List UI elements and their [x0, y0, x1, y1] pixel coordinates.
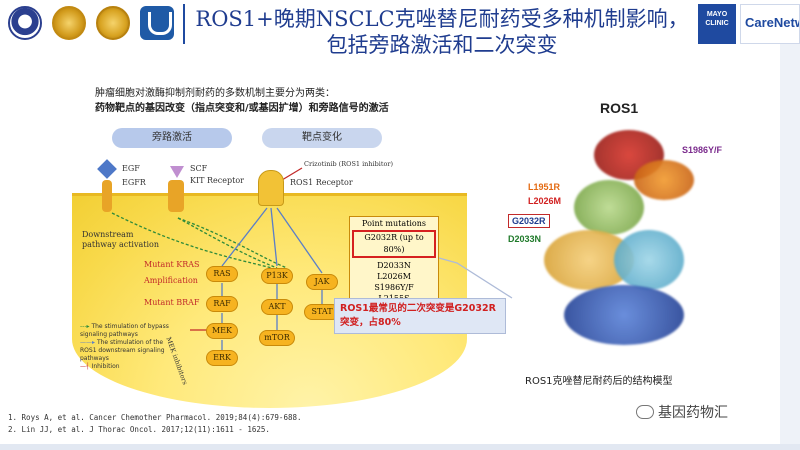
node-ras: RAS [206, 266, 238, 282]
inhibition-crizotinib [281, 167, 303, 181]
scf-label: SCF [190, 164, 208, 173]
ros1-receptor-icon [258, 170, 284, 206]
diagram-legend: ---▸ The stimulation of bypass signaling… [80, 323, 170, 371]
arrow-ros1-ras [221, 207, 268, 267]
shield-logo-icon [140, 6, 174, 40]
node-mtor: mTOR [259, 330, 295, 346]
title-line-1: ROS1+晚期NSCLC克唑替尼耐药受多种机制影响， [195, 7, 689, 31]
reference-1: 1. Roys A, et al. Cancer Chemother Pharm… [8, 413, 302, 422]
structure-helix-blue [564, 285, 684, 345]
carenet-logo: CareNetw [740, 4, 800, 44]
mayo-line-2: CLINIC [705, 20, 729, 27]
node-raf: RAF [206, 296, 238, 312]
resistance-diagram: 旁路激活 靶点变化 EGF EGFR SCF KIT Receptor Criz… [72, 118, 522, 418]
egf-label: EGF [122, 164, 140, 173]
arrow-ros1-p13k [270, 207, 278, 267]
slide-title: ROS1+晚期NSCLC克唑替尼耐药受多种机制影响， 包括旁路激活和二次突变 [192, 6, 692, 58]
structure-helix-cyan [614, 230, 684, 290]
intro-line-2: 药物靶点的基因改变（指点突变和/或基因扩增）和旁路信号的激活 [95, 103, 389, 114]
references: 1. Roys A, et al. Cancer Chemother Pharm… [8, 412, 302, 436]
node-jak: JAK [306, 274, 338, 290]
point-mutations-box: Point mutations G2032R (up to 80%) D2033… [349, 216, 439, 303]
intro-line-1: 肿瘤细胞对激酶抑制剂耐药的多数机制主要分为两类： [95, 88, 335, 99]
node-mek: MEK [206, 323, 238, 339]
mayo-line-1: MAYO [706, 11, 728, 18]
right-edge-strip [780, 44, 800, 444]
reference-2: 2. Lin JJ, et al. J Thorac Oncol. 2017;1… [8, 425, 270, 434]
label-g2032: G2032R [508, 214, 550, 228]
arrow-egfr-ras [111, 212, 273, 269]
mutation-item: S1986Y/F [374, 283, 414, 292]
callout-pointer [438, 257, 513, 299]
gold-seal-icon [96, 6, 130, 40]
legend-bypass: ---▸ The stimulation of bypass signaling… [80, 323, 169, 338]
mutant-braf-label: Mutant BRAF [144, 298, 200, 307]
structure-helix-orange [634, 160, 694, 200]
mutation-g2032r-highlight: G2032R (up to 80%) [352, 230, 436, 258]
mayo-clinic-logo: MAYO CLINIC [698, 4, 736, 44]
amplification-label: Amplification [144, 276, 198, 285]
label-l1951: L1951R [528, 182, 561, 192]
downstream-label-1: Downstream [82, 230, 134, 239]
diagram-arrows [111, 167, 513, 350]
structure-caption: ROS1克唑替尼耐药后的结构模型 [525, 376, 673, 387]
scf-ligand-icon [170, 166, 184, 178]
point-mutations-title: Point mutations [362, 219, 426, 228]
legend-downstream: ——▸ The stimulation of the ROS1 downstre… [80, 339, 165, 362]
gold-medal-icon [52, 6, 86, 40]
pill-bypass-activation: 旁路激活 [112, 128, 232, 148]
node-stat: STAT [304, 304, 340, 320]
node-akt: AKT [261, 299, 293, 315]
arrow-ros1-jak [276, 207, 323, 274]
ros1-receptor-label: ROS1 Receptor [290, 178, 353, 187]
wechat-watermark: 基因药物汇 [636, 402, 728, 422]
label-l2026: L2026M [528, 196, 562, 206]
label-d2033: D2033N [508, 234, 542, 244]
mutation-item: D2033N [377, 261, 411, 270]
wechat-icon [636, 405, 654, 419]
intro-text: 肿瘤细胞对激酶抑制剂耐药的多数机制主要分为两类： 药物靶点的基因改变（指点突变和… [95, 86, 389, 116]
crizotinib-label: Crizotinib (ROS1 inhibitor) [304, 160, 394, 168]
arrow-kit-ras [177, 217, 278, 269]
downstream-label-2: pathway activation [82, 240, 159, 249]
kit-label: KIT Receptor [190, 176, 244, 185]
title-line-2: 包括旁路激活和二次突变 [326, 33, 558, 57]
egfr-label: EGFR [122, 178, 146, 187]
egfr-receptor-icon [102, 180, 112, 212]
watermark-text: 基因药物汇 [658, 405, 728, 421]
node-p13k: P13K [261, 268, 293, 284]
university-seal-icon [8, 6, 42, 40]
kit-receptor-icon [168, 180, 184, 212]
mutant-kras-label: Mutant KRAS [144, 260, 200, 269]
node-erk: ERK [206, 350, 238, 366]
structure-title: ROS1 [600, 100, 639, 116]
mutation-item: L2026M [377, 272, 411, 281]
ros1-structure-image [534, 120, 724, 360]
header-divider [183, 4, 185, 44]
label-s1986: S1986Y/F [682, 145, 723, 155]
legend-inhibition: —┤ Inhibition [80, 363, 120, 370]
pill-target-change: 靶点变化 [262, 128, 382, 148]
g2032r-callout: ROS1最常见的二次突变是G2032R突变，占80% [334, 298, 506, 334]
arrow-kit-p13k [177, 217, 288, 269]
header: ROS1+晚期NSCLC克唑替尼耐药受多种机制影响， 包括旁路激活和二次突变 M… [0, 0, 800, 72]
structure-helix-green [574, 180, 644, 235]
bottom-bar [0, 444, 800, 450]
